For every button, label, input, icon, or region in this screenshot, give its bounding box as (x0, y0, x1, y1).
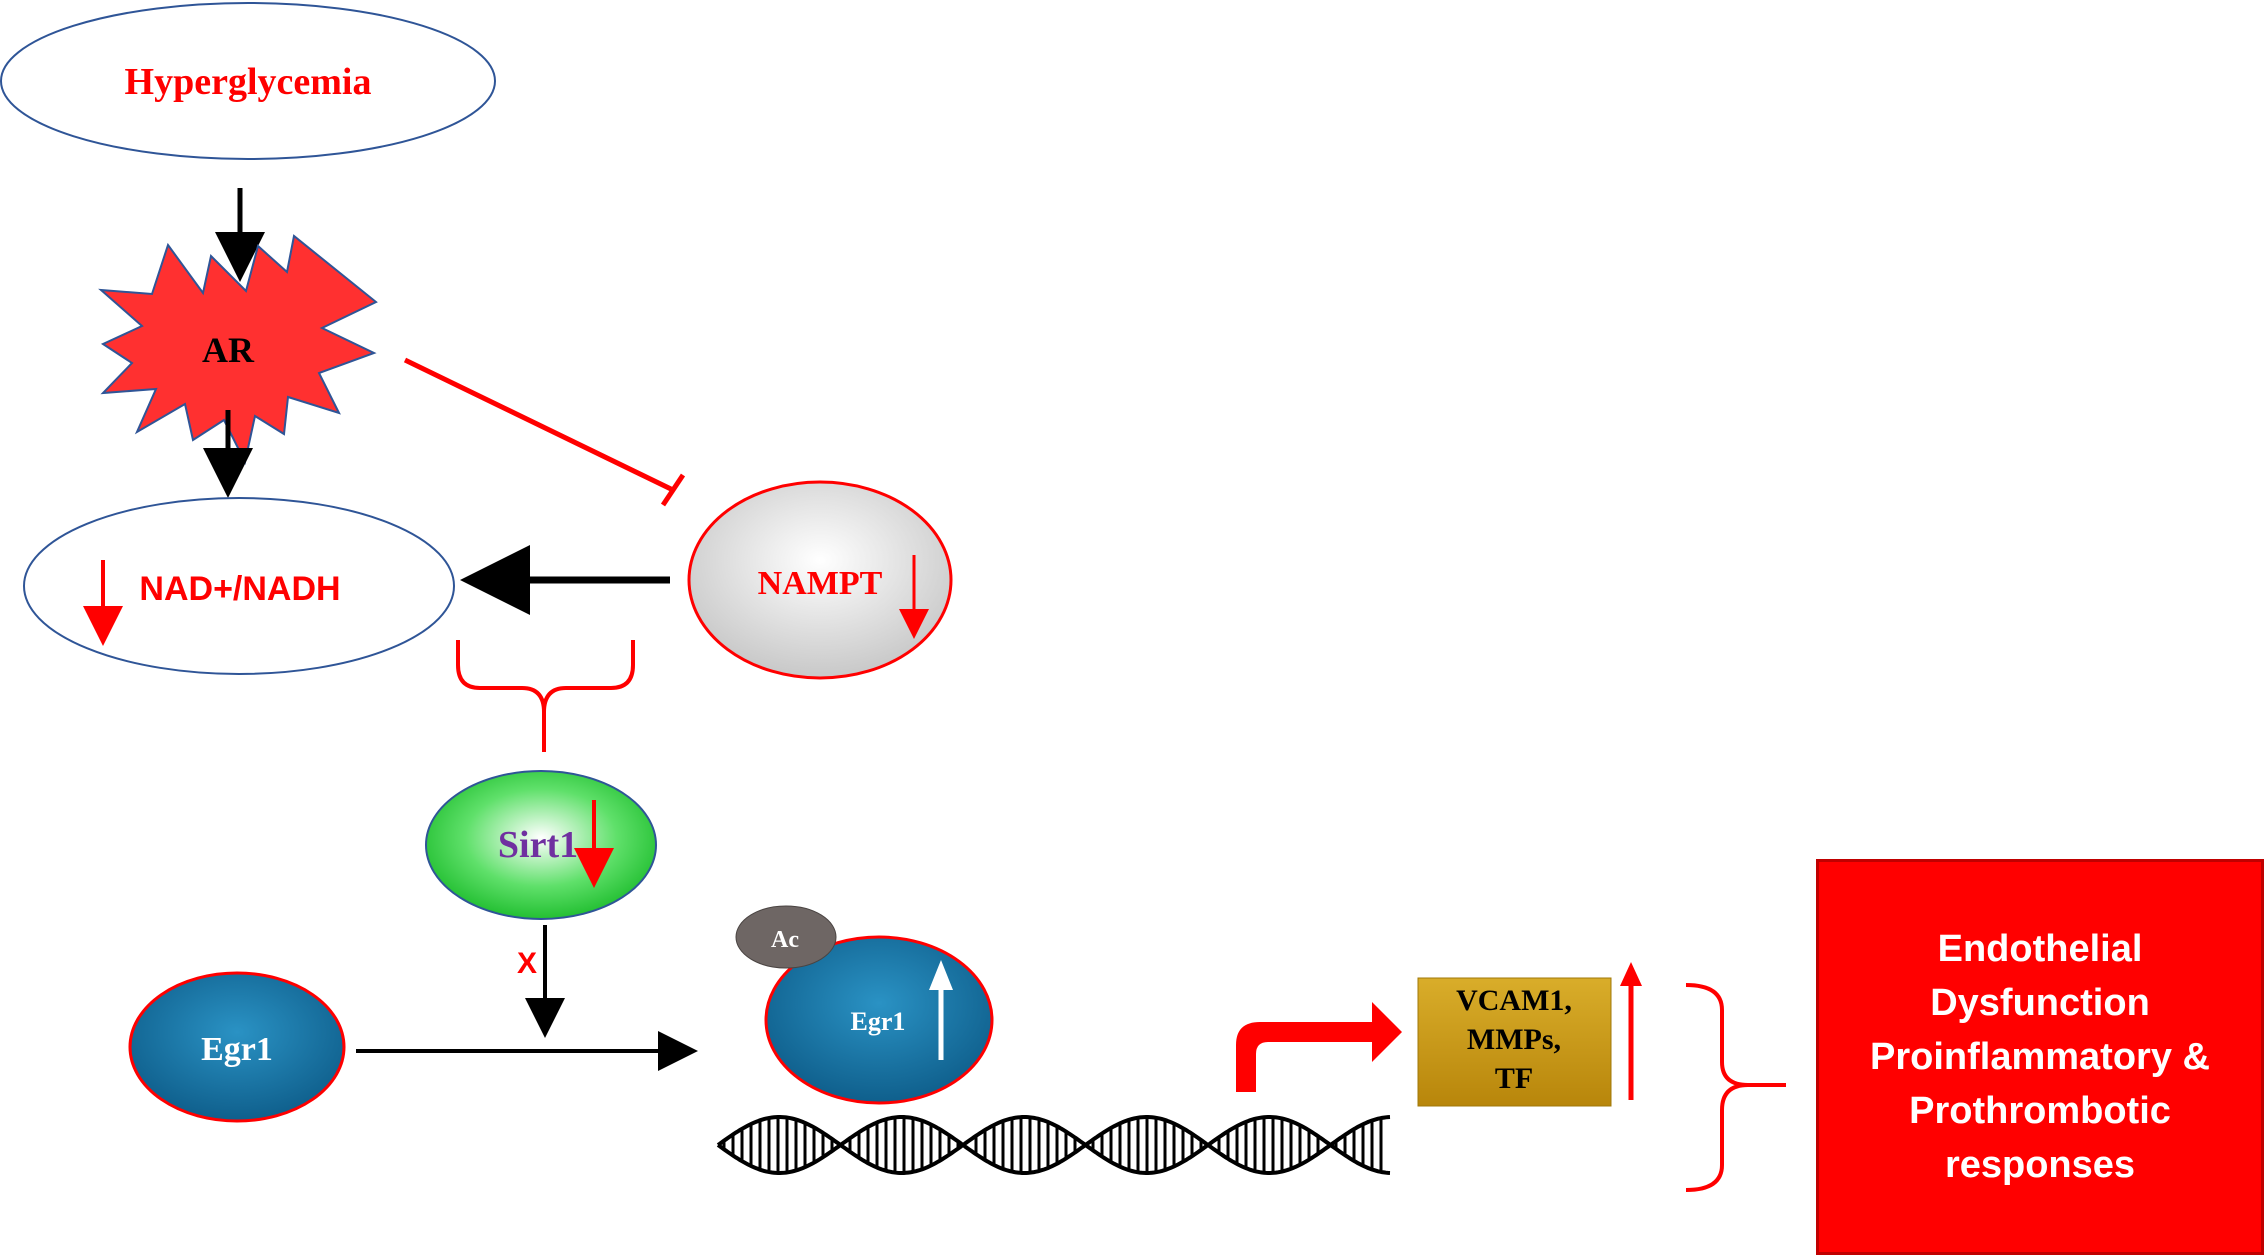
outcome-line-2: Dysfunction (1930, 982, 2150, 1024)
nampt-node: NAMPT (687, 480, 953, 680)
outcome-box: Endothelial Dysfunction Proinflammatory … (1816, 859, 2264, 1255)
dna-helix-icon (716, 1115, 1391, 1175)
target-genes-box: VCAM1, MMPs, TF (1417, 977, 1612, 1107)
outcome-text: Endothelial Dysfunction Proinflammatory … (1870, 922, 2210, 1192)
egr1-up-arrowhead-icon (929, 960, 953, 990)
nampt-label: NAMPT (758, 565, 883, 602)
outcome-line-5: responses (1944, 1144, 2136, 1186)
nad-label: NAD+/NADH (139, 570, 340, 608)
target-gene-1: VCAM1, (1456, 984, 1572, 1017)
egr1-left-label: Egr1 (201, 1031, 273, 1068)
ar-starburst-icon (98, 234, 378, 465)
transcription-arrow-icon (1236, 1002, 1402, 1092)
hyperglycemia-node: Hyperglycemia (0, 2, 496, 160)
target-gene-2: MMPs, (1467, 1023, 1561, 1056)
target-gene-3: TF (1495, 1062, 1533, 1095)
inhibition-ar-to-nampt (403, 357, 686, 507)
outcome-line-4: Prothrombotic (1909, 1090, 2171, 1132)
brace-nad-nampt-to-sirt1 (456, 640, 635, 752)
outcome-line-1: Endothelial (1937, 928, 2143, 970)
block-mark: X (517, 947, 537, 980)
hyperglycemia-label: Hyperglycemia (125, 61, 372, 103)
egr1-left-node: Egr1 (128, 971, 346, 1123)
ar-node: AR (98, 234, 378, 465)
sirt1-node: Sirt1 (425, 770, 657, 920)
egr1-right-node: Egr1 (764, 935, 994, 1105)
egr1-right-label: Egr1 (851, 1007, 906, 1036)
ar-label: AR (202, 330, 255, 370)
nad-node: NAD+/NADH (23, 497, 455, 675)
acetyl-node: Ac (735, 905, 837, 969)
sirt1-label: Sirt1 (498, 824, 578, 866)
brace-targets-to-outcome (1685, 983, 1786, 1192)
acetyl-label: Ac (771, 927, 799, 953)
targets-up-arrowhead-icon (1620, 962, 1642, 986)
outcome-line-3: Proinflammatory & (1870, 1036, 2210, 1078)
